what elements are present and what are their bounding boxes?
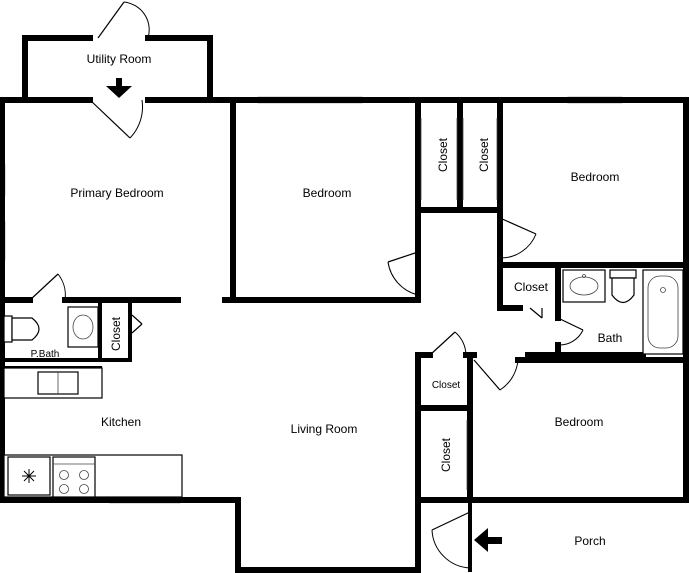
toilet-icon <box>609 269 637 304</box>
door-swing-icon <box>89 99 143 139</box>
door-swing-icon <box>499 217 537 259</box>
label-closet: Closet <box>514 280 549 294</box>
sink-icon <box>67 306 99 348</box>
label-bedroom-center: Bedroom <box>303 186 352 200</box>
label-primary-bedroom: Primary Bedroom <box>70 186 163 200</box>
stove-icon <box>52 456 96 498</box>
door-swing-icon <box>473 359 519 391</box>
label-p-bath: P.Bath <box>31 349 60 360</box>
closet-door-marks <box>420 118 498 490</box>
door-swing-icon <box>529 307 543 319</box>
room-labels: Utility Room Primary Bedroom Bedroom Bed… <box>31 52 623 548</box>
doors <box>29 1 584 569</box>
label-bath: Bath <box>598 331 623 345</box>
walls <box>0 35 689 573</box>
refrigerator-icon <box>7 456 51 496</box>
label-closet: Closet <box>109 316 123 351</box>
label-closet: Closet <box>477 137 491 172</box>
bathtub-icon <box>642 269 684 355</box>
label-living-room: Living Room <box>291 422 358 436</box>
label-closet: Closet <box>436 137 450 172</box>
label-bedroom-lower: Bedroom <box>555 415 604 429</box>
label-porch: Porch <box>574 534 605 548</box>
arrow-icon <box>106 78 132 98</box>
label-utility-room: Utility Room <box>87 52 152 66</box>
arrow-icon <box>474 528 502 552</box>
door-swing-icon <box>431 511 471 569</box>
door-swing-icon <box>429 331 467 356</box>
door-swing-icon <box>29 273 66 301</box>
label-kitchen: Kitchen <box>101 415 141 429</box>
label-closet: Closet <box>439 437 453 472</box>
label-closet: Closet <box>432 380 461 391</box>
sink-icon <box>562 269 606 303</box>
door-swing-icon <box>387 251 419 296</box>
door-swing-icon <box>131 314 143 334</box>
toilet-icon <box>3 315 40 343</box>
door-swing-icon <box>557 317 584 346</box>
door-swing-icon <box>97 1 150 39</box>
label-bedroom-right: Bedroom <box>571 170 620 184</box>
